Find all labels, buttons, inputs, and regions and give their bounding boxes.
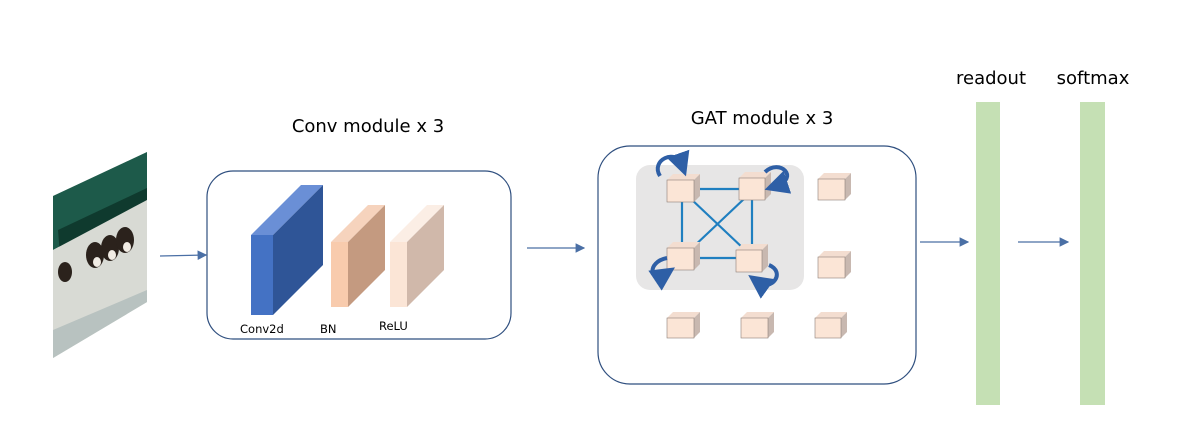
readout-label: readout: [956, 68, 1026, 89]
isolated-node-1: [817, 173, 851, 201]
conv2d-block: [251, 185, 323, 315]
isolated-node-3: [666, 312, 700, 339]
softmax-bar: [1080, 102, 1105, 405]
self-loop-icon-4: [748, 263, 779, 299]
isolated-node-4: [740, 312, 774, 339]
bn-label: BN: [320, 322, 337, 336]
conv-module-title: Conv module x 3: [292, 116, 444, 137]
graph-node-2: [738, 172, 771, 201]
relu-label: ReLU: [379, 319, 408, 333]
graph-node-1: [666, 174, 700, 203]
readout-bar: [976, 102, 1000, 405]
self-loop-icon-3: [648, 256, 675, 291]
bn-block: [331, 205, 385, 307]
arrow-input-to-conv: [159, 250, 208, 260]
input-image: [53, 152, 147, 358]
self-loop-arrows: [648, 149, 792, 299]
isolated-node-2: [817, 251, 851, 279]
graph-node-3: [666, 242, 700, 271]
self-loop-icon-1: [655, 149, 690, 178]
gat-module-title: GAT module x 3: [691, 108, 834, 129]
gat-module-frame: [597, 145, 917, 385]
conv2d-label: Conv2d: [240, 322, 284, 336]
graph-node-4: [735, 244, 768, 273]
relu-block: [390, 205, 444, 307]
isolated-node-5: [814, 312, 847, 339]
softmax-label: softmax: [1057, 68, 1130, 89]
self-loop-icon-2: [763, 165, 792, 194]
conv-module-frame: [206, 170, 512, 340]
